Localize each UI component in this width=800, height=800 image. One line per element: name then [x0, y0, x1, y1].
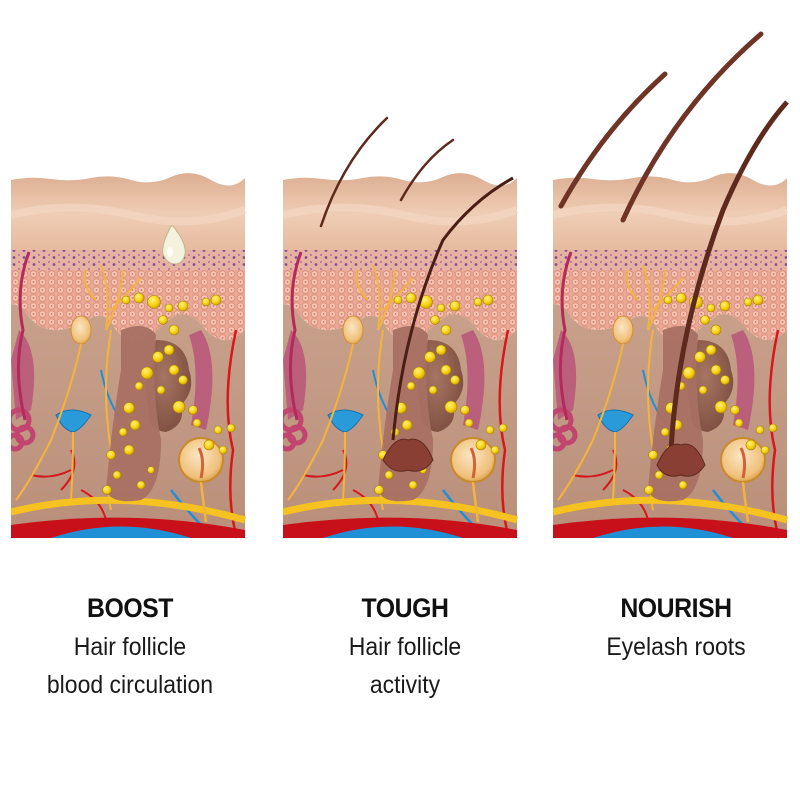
- caption-title: TOUGH: [361, 593, 449, 623]
- caption-tough: TOUGH Hair follicle activity: [275, 588, 535, 704]
- panel-nourish-illustration: [553, 30, 789, 540]
- panel-boost-illustration: [11, 30, 247, 540]
- caption-line: Eyelash roots: [606, 633, 746, 661]
- panel-tough-illustration: [283, 30, 519, 540]
- hair-strands-icon: [319, 116, 514, 472]
- caption-line: activity: [369, 671, 441, 699]
- serum-drop-icon: [162, 225, 186, 265]
- caption-boost: BOOST Hair follicle blood circulation: [0, 588, 260, 704]
- caption-nourish: NOURISH Eyelash roots: [562, 588, 790, 666]
- skin-cross-section-illustration: [553, 31, 789, 540]
- caption-line: Hair follicle: [73, 633, 187, 661]
- long-hair-strands-icon: [558, 31, 789, 477]
- caption-line: blood circulation: [46, 671, 214, 699]
- skin-cross-section-illustration: [283, 116, 519, 540]
- skin-cross-section-illustration: [11, 30, 247, 540]
- caption-title: NOURISH: [620, 593, 732, 623]
- caption-title: BOOST: [86, 593, 174, 623]
- caption-line: Hair follicle: [348, 633, 462, 661]
